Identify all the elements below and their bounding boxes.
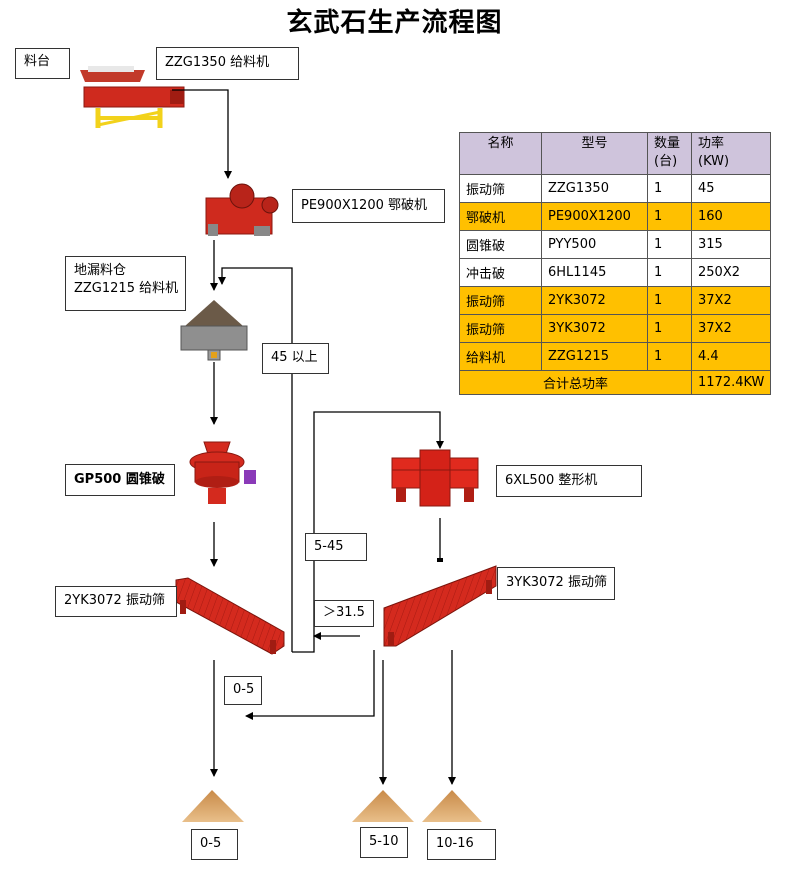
cell-name: 振动筛 xyxy=(459,286,542,315)
header-qty-line1: 数量 xyxy=(654,136,681,151)
header-qty: 数量 (台) xyxy=(647,132,692,175)
right-vibrating-screen-image xyxy=(383,565,497,647)
cell-qty: 1 xyxy=(647,230,692,259)
cell-qty: 1 xyxy=(647,342,692,371)
bin-feeder-label: 地漏料仓 ZZG1215 给料机 xyxy=(65,256,186,311)
cell-name: 给料机 xyxy=(459,342,542,371)
cell-power: 45 xyxy=(690,174,772,203)
header-power: 功率 (KW) xyxy=(690,132,772,175)
table-total-row: 合计总功率 1172.4KW xyxy=(459,370,772,395)
cell-name: 振动筛 xyxy=(459,314,542,343)
equipment-table: 名称 型号 数量 (台) 功率 (KW) 振动筛 ZZG1350 1 45 鄂破… xyxy=(459,132,772,395)
header-model: 型号 xyxy=(541,132,648,175)
cell-model: ZZG1215 xyxy=(541,342,648,371)
bin-label-line1: 地漏料仓 xyxy=(74,263,127,278)
jaw-crusher-image xyxy=(205,183,279,236)
right-screen-label: 3YK3072 振动筛 xyxy=(497,567,615,600)
cell-model: 6HL1145 xyxy=(541,258,648,287)
pile-0-5 xyxy=(182,790,244,822)
feed-platform-label: 料台 xyxy=(15,48,70,79)
cell-qty: 1 xyxy=(647,286,692,315)
header-power-line1: 功率 xyxy=(698,136,725,151)
product-0-5-label: 0-5 xyxy=(191,829,238,860)
left-vibrating-screen-image xyxy=(175,577,285,655)
bin-label-line2: ZZG1215 给料机 xyxy=(74,281,179,296)
header-name: 名称 xyxy=(459,132,542,175)
flow-oversize-return xyxy=(218,267,293,652)
flow-right-fines xyxy=(245,650,375,720)
hopper-bin-image xyxy=(180,300,248,361)
cell-qty: 1 xyxy=(647,174,692,203)
cell-qty: 1 xyxy=(647,258,692,287)
page-title: 玄武石生产流程图 xyxy=(286,8,503,38)
table-row: 给料机 ZZG1215 1 4.4 xyxy=(459,342,772,371)
vibrating-feeder-image xyxy=(80,66,185,128)
header-qty-line2: (台) xyxy=(654,154,678,169)
left-screen-label: 2YK3072 振动筛 xyxy=(55,586,177,617)
shaping-machine-image xyxy=(391,449,479,507)
over-45-label: 45 以上 xyxy=(262,343,329,374)
cone-crusher-image xyxy=(189,441,256,504)
header-power-line2: (KW) xyxy=(698,154,730,169)
cell-name: 鄂破机 xyxy=(459,202,542,231)
cone-crusher-label: GP500 圆锥破 xyxy=(65,464,175,496)
cell-power: 160 xyxy=(690,202,772,231)
cell-model: 3YK3072 xyxy=(541,314,648,343)
shaper-label: 6XL500 整形机 xyxy=(496,465,642,497)
pile-5-10 xyxy=(352,790,414,822)
cell-power: 4.4 xyxy=(690,342,772,371)
cell-power: 250X2 xyxy=(690,258,772,287)
table-row: 圆锥破 PYY500 1 315 xyxy=(459,230,772,259)
cell-power: 37X2 xyxy=(690,314,772,343)
cell-model: PE900X1200 xyxy=(541,202,648,231)
total-value: 1172.4KW xyxy=(690,370,772,395)
cell-name: 冲击破 xyxy=(459,258,542,287)
cell-power: 37X2 xyxy=(690,286,772,315)
cell-name: 振动筛 xyxy=(459,174,542,203)
feeder-1-label: ZZG1350 给料机 xyxy=(156,47,299,80)
flow-to-shaper xyxy=(292,411,444,653)
table-row: 振动筛 3YK3072 1 37X2 xyxy=(459,314,772,343)
cell-power: 315 xyxy=(690,230,772,259)
table-row: 鄂破机 PE900X1200 1 160 xyxy=(459,202,772,231)
table-row: 振动筛 2YK3072 1 37X2 xyxy=(459,286,772,315)
flow-feeder-to-jaw xyxy=(172,89,232,179)
cell-model: ZZG1350 xyxy=(541,174,648,203)
range-0-5-mid-label: 0-5 xyxy=(224,676,262,705)
over-31-5-label: ＞31.5 xyxy=(314,600,374,627)
table-row: 振动筛 ZZG1350 1 45 xyxy=(459,174,772,203)
table-row: 冲击破 6HL1145 1 250X2 xyxy=(459,258,772,287)
cell-qty: 1 xyxy=(647,314,692,343)
cell-qty: 1 xyxy=(647,202,692,231)
table-header-row: 名称 型号 数量 (台) 功率 (KW) xyxy=(459,132,772,175)
cell-model: PYY500 xyxy=(541,230,648,259)
jaw-crusher-label: PE900X1200 鄂破机 xyxy=(292,189,445,223)
cell-name: 圆锥破 xyxy=(459,230,542,259)
product-5-10-label: 5-10 xyxy=(360,827,408,858)
range-5-45-label: 5-45 xyxy=(305,533,367,561)
total-label: 合计总功率 xyxy=(459,370,692,395)
cell-model: 2YK3072 xyxy=(541,286,648,315)
product-10-16-label: 10-16 xyxy=(427,829,496,860)
pile-10-16 xyxy=(422,790,482,822)
